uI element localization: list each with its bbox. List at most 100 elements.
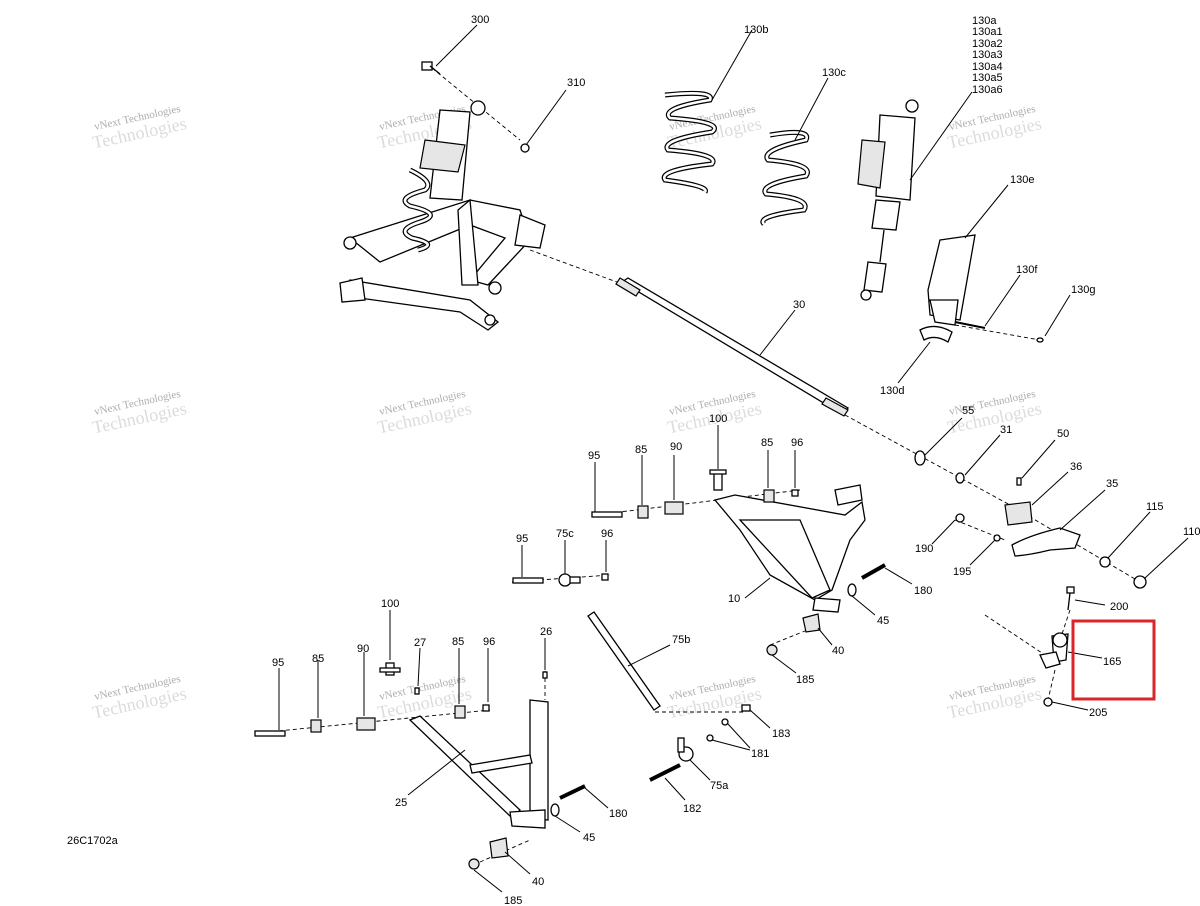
callout-130a4[interactable]: 130a4 — [972, 61, 1003, 73]
callout-310[interactable]: 310 — [567, 77, 585, 89]
bushing-85-upper-right — [763, 489, 775, 503]
callout-96-upper[interactable]: 96 — [791, 437, 803, 449]
watermark: vNext Technologies Technologies — [946, 388, 1044, 438]
callout-50[interactable]: 50 — [1057, 428, 1069, 440]
rod-end-75a — [677, 737, 694, 762]
callout-26[interactable]: 26 — [540, 626, 552, 638]
callout-130a2[interactable]: 130a2 — [972, 38, 1003, 50]
callout-130c[interactable]: 130c — [822, 67, 846, 79]
callout-75b[interactable]: 75b — [672, 634, 690, 646]
callout-95-lower[interactable]: 95 — [272, 657, 284, 669]
callout-130e[interactable]: 130e — [1010, 174, 1034, 186]
callout-95-upper[interactable]: 95 — [588, 450, 600, 462]
callout-180-upper[interactable]: 180 — [914, 585, 932, 597]
callout-182[interactable]: 182 — [683, 803, 701, 815]
watermark: vNext Technologies Technologies — [666, 673, 764, 723]
arm-25 — [408, 699, 549, 829]
rod-end-75c — [558, 573, 581, 587]
callout-300[interactable]: 300 — [471, 14, 489, 26]
callout-110[interactable]: 110 — [1183, 526, 1200, 538]
callout-190[interactable]: 190 — [915, 543, 933, 555]
rear-suspension-assembly — [339, 100, 546, 331]
callout-85-lower-left[interactable]: 85 — [312, 653, 324, 665]
callout-130f[interactable]: 130f — [1016, 264, 1038, 276]
callout-130d[interactable]: 130d — [880, 385, 904, 397]
callout-40-upper[interactable]: 40 — [832, 645, 844, 657]
shock-absorber-130a — [857, 99, 919, 301]
nut-130g — [1036, 337, 1044, 343]
callout-85-upper-left[interactable]: 85 — [635, 444, 647, 456]
lever-35 — [1011, 527, 1081, 557]
nut-115 — [1099, 556, 1111, 568]
watermark: vNext Technologies Technologies — [91, 103, 189, 153]
callout-205[interactable]: 205 — [1089, 707, 1107, 719]
callout-96-mid[interactable]: 96 — [601, 528, 613, 540]
bolt-183 — [741, 704, 751, 712]
callout-95-mid[interactable]: 95 — [516, 533, 528, 545]
callout-75a[interactable]: 75a — [710, 780, 729, 792]
callout-85-lower-right[interactable]: 85 — [452, 636, 464, 648]
callout-165[interactable]: 165 — [1103, 656, 1121, 668]
callout-10[interactable]: 10 — [728, 593, 740, 605]
cap-185-upper — [766, 644, 778, 656]
bolt-95-mid — [512, 577, 544, 584]
diagram-code: 26C1702a — [67, 835, 119, 847]
callout-115[interactable]: 115 — [1146, 501, 1164, 513]
callout-185-lower[interactable]: 185 — [504, 895, 522, 906]
callout-130b[interactable]: 130b — [744, 24, 768, 36]
callout-185-upper[interactable]: 185 — [796, 674, 814, 686]
sleeve-90-upper — [664, 501, 684, 515]
callout-75c[interactable]: 75c — [556, 528, 574, 540]
clip-27 — [414, 687, 420, 695]
callout-35[interactable]: 35 — [1106, 478, 1118, 490]
callout-130a1[interactable]: 130a1 — [972, 26, 1003, 38]
sleeve-90-lower — [356, 717, 376, 731]
callout-30[interactable]: 30 — [793, 299, 805, 311]
spring-130b — [661, 90, 717, 194]
callout-40-lower[interactable]: 40 — [532, 876, 544, 888]
callout-45-lower[interactable]: 45 — [583, 832, 595, 844]
bolt-130f — [954, 321, 986, 329]
highlight-box-165 — [1071, 619, 1156, 701]
callout-45-upper[interactable]: 45 — [877, 615, 889, 627]
callout-96-lower[interactable]: 96 — [483, 636, 495, 648]
nut-310 — [520, 143, 530, 153]
bolt-182 — [649, 763, 681, 782]
callout-130a5[interactable]: 130a5 — [972, 72, 1003, 84]
nut-110 — [1133, 575, 1147, 589]
callout-25[interactable]: 25 — [395, 797, 407, 809]
callout-195[interactable]: 195 — [953, 566, 971, 578]
callout-90-lower[interactable]: 90 — [357, 643, 369, 655]
callout-130a[interactable]: 130a — [972, 15, 997, 27]
nut-96-mid — [601, 573, 609, 581]
bushing-85-lower-left — [310, 719, 322, 733]
ball-joint-165 — [1039, 632, 1069, 669]
callout-31[interactable]: 31 — [1000, 424, 1012, 436]
callout-85-upper-right[interactable]: 85 — [761, 437, 773, 449]
callout-27[interactable]: 27 — [414, 637, 426, 649]
callout-200[interactable]: 200 — [1110, 601, 1128, 613]
nut-96-upper — [791, 489, 799, 497]
callout-180-lower[interactable]: 180 — [609, 808, 627, 820]
clip-130d — [919, 325, 953, 343]
spring-130c — [760, 129, 810, 226]
callout-130g[interactable]: 130g — [1071, 284, 1095, 296]
watermark: vNext Technologies Technologies — [91, 388, 189, 438]
callout-130a3[interactable]: 130a3 — [972, 49, 1003, 61]
callout-labels: 300 310 130b 130c 130a 130a1 130a2 130a3… — [272, 14, 1200, 906]
callout-100-upper[interactable]: 100 — [709, 413, 727, 425]
callout-90-upper[interactable]: 90 — [670, 441, 682, 453]
callout-183[interactable]: 183 — [772, 728, 790, 740]
washer-195 — [993, 534, 1001, 542]
callout-55[interactable]: 55 — [962, 405, 974, 417]
callout-181[interactable]: 181 — [751, 748, 769, 760]
bushing-85-upper-left — [637, 505, 649, 519]
callout-130a6[interactable]: 130a6 — [972, 84, 1003, 96]
callout-100-lower[interactable]: 100 — [381, 598, 399, 610]
o-ring-45-upper — [847, 583, 857, 597]
pin-50 — [1016, 477, 1022, 486]
callout-36[interactable]: 36 — [1070, 461, 1082, 473]
o-ring-55 — [914, 450, 926, 466]
